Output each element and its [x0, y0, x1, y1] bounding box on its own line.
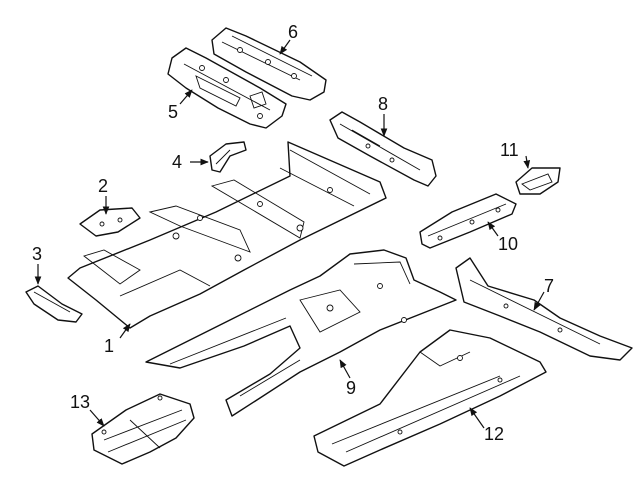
callout-10: 10: [498, 234, 518, 254]
leader-7: [533, 291, 545, 311]
callout-8: 8: [378, 94, 388, 114]
part-9-center-tunnel[interactable]: [145, 249, 457, 417]
leader-10: [487, 221, 499, 237]
leader-1: [119, 323, 131, 339]
callout-2: 2: [98, 176, 108, 196]
callout-9: 9: [346, 378, 356, 398]
part-3-bracket[interactable]: [25, 285, 83, 323]
part-13-small-shield[interactable]: [91, 393, 195, 465]
callout-11: 11: [500, 140, 519, 160]
part-2-plate[interactable]: [79, 207, 141, 237]
callout-3: 3: [32, 244, 42, 264]
callout-7: 7: [544, 276, 554, 296]
callout-1: 1: [104, 336, 114, 356]
callout-5: 5: [168, 102, 178, 122]
callout-4: 4: [172, 152, 182, 172]
part-1-floor-pan[interactable]: [67, 141, 387, 329]
leader-6: [279, 39, 291, 55]
part-7-rocker-panel[interactable]: [455, 257, 633, 361]
part-6-crossmember[interactable]: [211, 27, 327, 101]
leader-9: [339, 359, 351, 379]
leader-lines: [34, 39, 545, 429]
part-8-rear-side-rail[interactable]: [329, 111, 437, 187]
leader-11: [523, 155, 531, 169]
part-10-side-rail[interactable]: [419, 193, 517, 249]
callout-6: 6: [288, 22, 298, 42]
part-5-seat-crossmember[interactable]: [167, 47, 287, 129]
callout-labels: 1 2 3 4 5 6 7 8 9 10 11 12 13: [32, 22, 554, 444]
part-12-underbody-shield[interactable]: [313, 329, 547, 467]
callout-13: 13: [70, 392, 90, 412]
part-4-bracket[interactable]: [209, 141, 247, 173]
leader-12: [469, 407, 485, 429]
callout-12: 12: [484, 424, 504, 444]
part-11-pocket[interactable]: [515, 167, 561, 195]
leader-13: [89, 409, 105, 427]
leader-5: [179, 89, 193, 105]
